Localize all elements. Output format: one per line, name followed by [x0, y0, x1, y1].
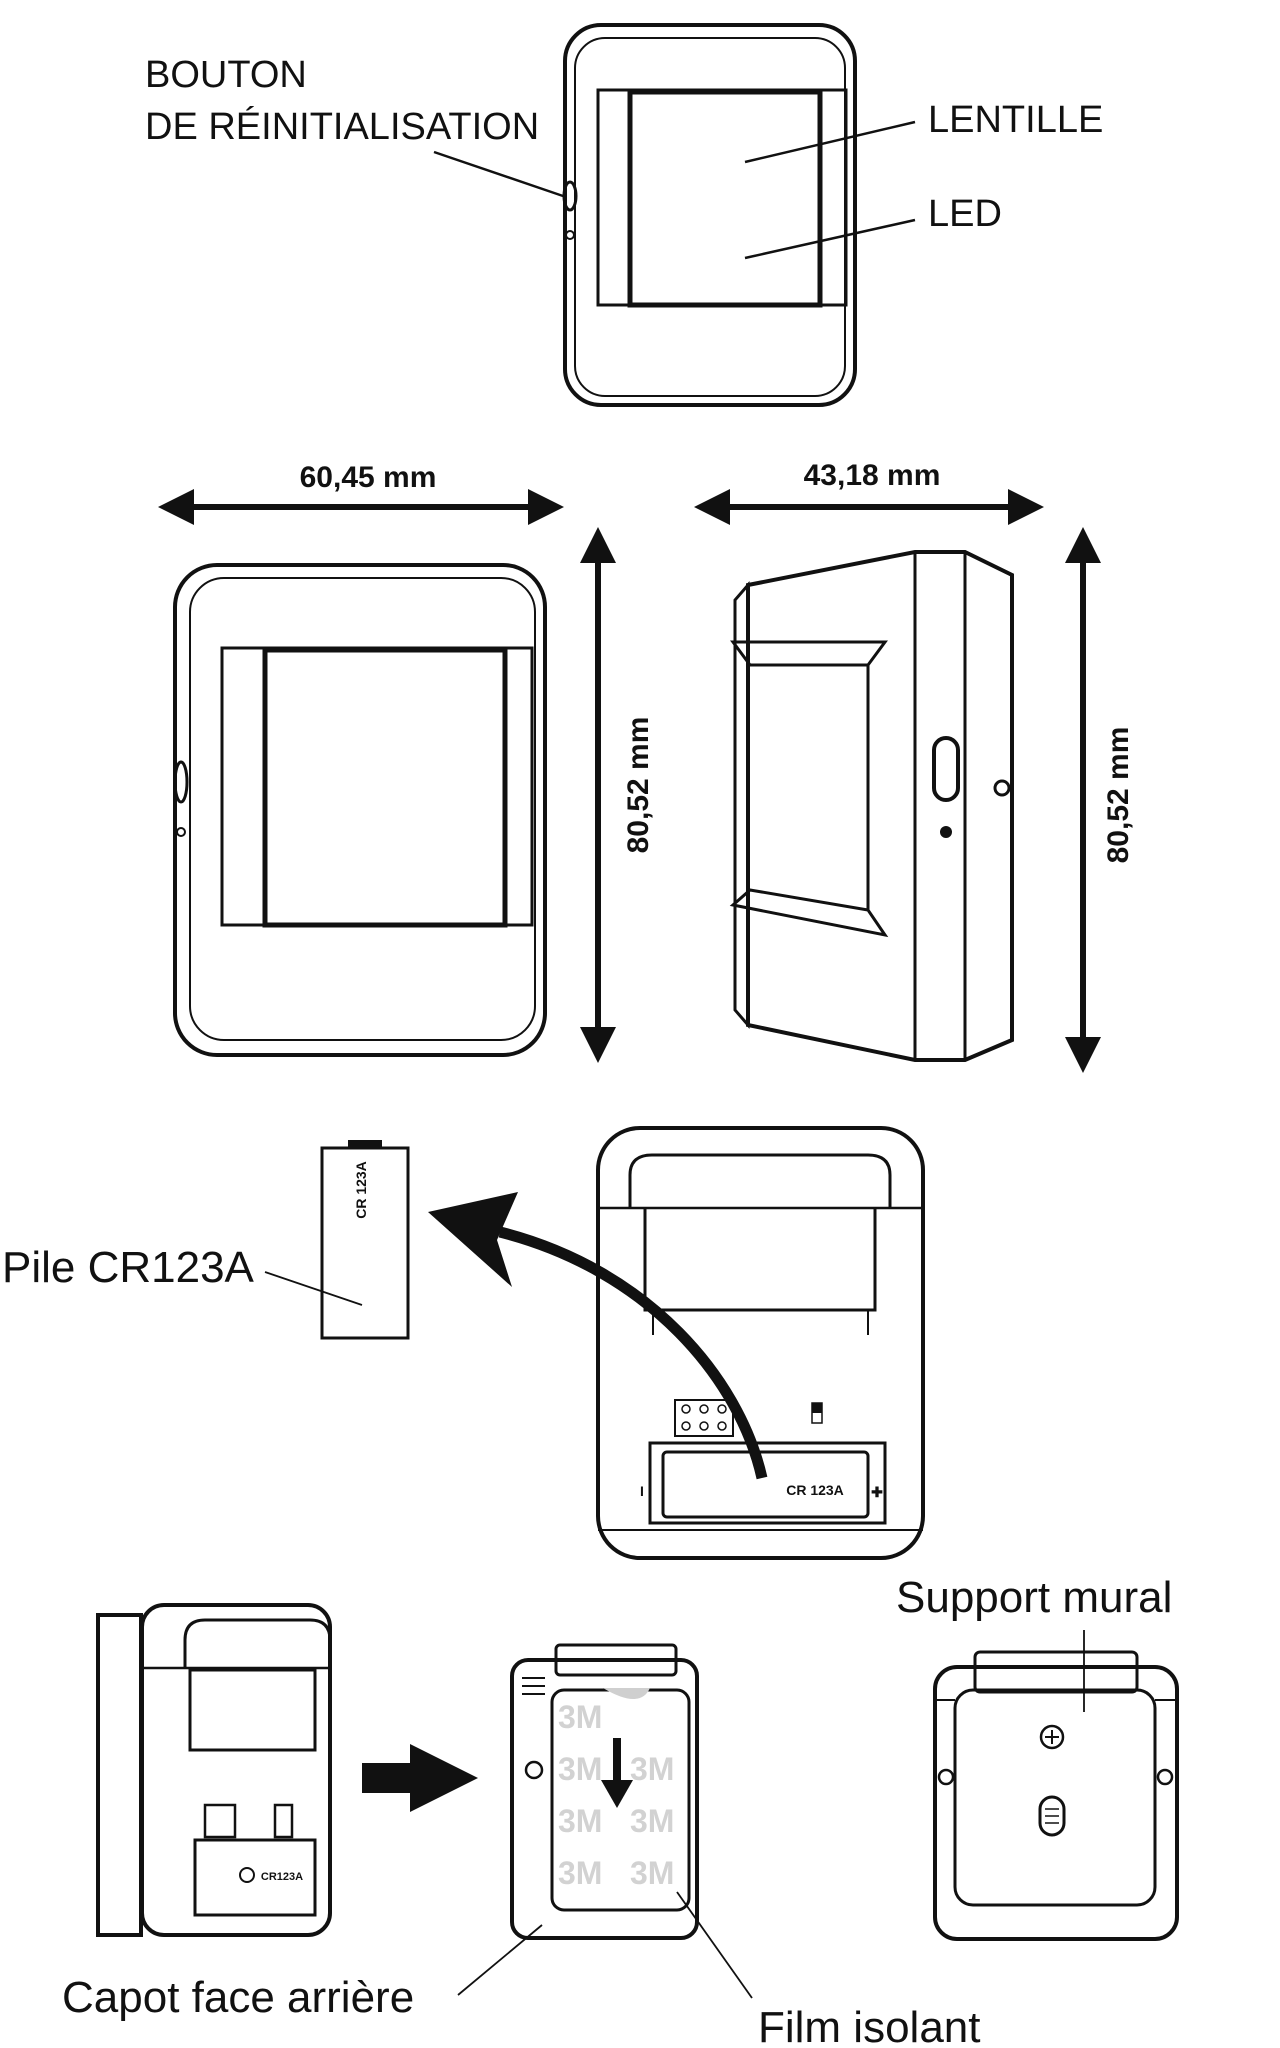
back-cover — [510, 1643, 699, 1940]
front-height-label: 80,52 mm — [622, 717, 655, 854]
removal-arrow — [428, 1192, 768, 1480]
holder-battery-marking: CR123A — [261, 1871, 303, 1883]
tape-brand: 3M — [558, 1699, 602, 1735]
back-cover-label: Capot face arrière — [62, 1973, 414, 2022]
lens-label: LENTILLE — [928, 99, 1103, 141]
battery-marking: CR 123A — [353, 1161, 369, 1219]
led-callout: LED — [744, 193, 1002, 260]
tape-brand: 3M — [558, 1803, 602, 1839]
battery-callout: Pile CR123A — [2, 1243, 363, 1306]
back-cover-callout: Capot face arrière — [62, 1924, 543, 2022]
flow-arrow — [362, 1744, 478, 1812]
wall-mount-callout: Support mural — [896, 1573, 1172, 1712]
reset-button-callout: BOUTON DE RÉINITIALISATION — [145, 54, 564, 198]
front-view-top — [562, 23, 857, 407]
insulating-film-callout: Film isolant — [676, 1891, 981, 2048]
side-view-dimensioned — [729, 550, 1014, 1062]
tape-brand: 3M — [630, 1803, 674, 1839]
peel-arrow-icon — [601, 1780, 633, 1808]
side-depth-label: 43,18 mm — [804, 459, 941, 492]
plus-marking: ✚ — [871, 1484, 883, 1500]
sensor-open-back: CR 123A I ✚ — [596, 1126, 925, 1560]
slot-battery-marking: CR 123A — [786, 1482, 844, 1498]
reset-button-label-line1: BOUTON — [145, 54, 307, 96]
reset-button-label-line2: DE RÉINITIALISATION — [145, 105, 539, 148]
tape-brand: 3M — [630, 1855, 674, 1891]
front-width-dimension: 60,45 mm — [158, 461, 564, 525]
side-height-dimension: 80,52 mm — [1065, 527, 1135, 1073]
front-height-dimension: 80,52 mm — [580, 527, 655, 1063]
wall-mount — [933, 1650, 1179, 1941]
led-label: LED — [928, 193, 1002, 235]
side-depth-dimension: 43,18 mm — [694, 459, 1044, 525]
battery-cell: CR 123A — [320, 1140, 410, 1340]
insulating-film-tape: 3M 3M 3M 3M 3M 3M 3M — [558, 1699, 674, 1891]
front-view-dimensioned — [173, 563, 547, 1057]
tape-brand: 3M — [558, 1751, 602, 1787]
insulating-film-label: Film isolant — [758, 2003, 981, 2048]
right-arrow-icon — [410, 1744, 478, 1812]
screw-slot-icon — [1038, 1795, 1066, 1837]
battery-label: Pile CR123A — [2, 1243, 255, 1292]
lens-callout: LENTILLE — [744, 99, 1103, 164]
screw-hole-icon — [1039, 1724, 1065, 1750]
side-height-label: 80,52 mm — [1102, 727, 1135, 864]
minus-marking: I — [640, 1483, 644, 1499]
tape-brand: 3M — [558, 1855, 602, 1891]
reset-button-icon — [562, 180, 578, 212]
arrowhead-icon — [428, 1192, 518, 1287]
front-width-label: 60,45 mm — [300, 461, 437, 494]
tape-brand: 3M — [630, 1751, 674, 1787]
sensor-back-view: CR123A — [96, 1603, 332, 1937]
wall-mount-label: Support mural — [896, 1573, 1172, 1622]
